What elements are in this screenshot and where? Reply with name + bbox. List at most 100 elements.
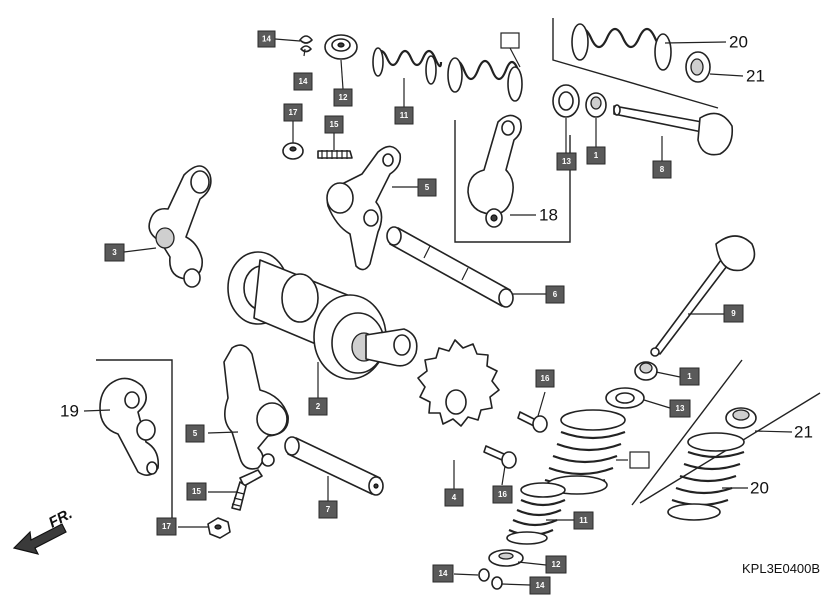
adjusting-nut-top (282, 142, 304, 160)
callout-15-top: 15 (324, 115, 344, 134)
spring-retainer-12-lower (488, 549, 524, 567)
exhaust-valve-top (613, 104, 734, 156)
callout-14-lower-a: 14 (432, 564, 454, 583)
stem-seal-1-lower (634, 361, 658, 381)
callout-label: 15 (330, 120, 339, 129)
callout-17-lower: 17 (156, 517, 177, 536)
callout-label: 17 (289, 108, 298, 117)
valve-spring-retainer-top (324, 34, 358, 60)
adjusting-screw-15-lower (231, 469, 263, 511)
rocker-shaft-7 (284, 436, 384, 496)
callout-label: 6 (553, 290, 558, 299)
callout-12-top: 12 (333, 88, 353, 107)
inner-spring-top (372, 47, 443, 85)
callout-label: 14 (299, 77, 308, 86)
cotter-pieces-top (299, 35, 313, 53)
callout-label: 7 (326, 505, 331, 514)
callout-label: 4 (452, 493, 457, 502)
callout-label: 2 (316, 402, 321, 411)
callout-label: 11 (579, 516, 588, 525)
callout-label: 14 (262, 35, 271, 44)
intake-valve-9 (650, 235, 756, 357)
callout-15-lower: 15 (186, 482, 207, 501)
callout-label: 16 (541, 374, 550, 383)
callout-4: 4 (444, 488, 464, 507)
callout-label: 17 (162, 522, 171, 531)
callout-1-top: 1 (586, 146, 606, 165)
callout-label: 12 (339, 93, 348, 102)
callout-label: 14 (439, 569, 448, 578)
callout-5-upper: 5 (417, 178, 437, 197)
callout-9: 9 (723, 304, 744, 323)
callout-label: 3 (112, 248, 117, 257)
retainer-21-lower (725, 407, 757, 429)
callout-5-lower: 5 (185, 424, 205, 443)
callout-label: 12 (552, 560, 561, 569)
inner-spring-lower (506, 482, 566, 545)
retainer-upper-right (685, 51, 711, 83)
empty-reference-box-lower (629, 451, 650, 469)
washer-13-lower (605, 387, 645, 409)
callout-label: 14 (536, 581, 545, 590)
callout-7: 7 (318, 500, 338, 519)
callout-label: 9 (731, 309, 736, 318)
callout-12-lower: 12 (545, 555, 567, 574)
callout-label: 5 (425, 183, 430, 192)
sprocket-bolt-16-lower (483, 445, 517, 469)
callout-2: 2 (308, 397, 328, 416)
callout-label: 1 (594, 151, 599, 160)
callout-6: 6 (545, 285, 565, 304)
callout-16-lower: 16 (492, 485, 513, 504)
callout-label: 13 (562, 157, 571, 166)
sprocket-bolt-16-upper (517, 411, 548, 433)
callout-1-lower: 1 (679, 367, 700, 386)
label-21-lower: 21 (794, 423, 813, 442)
callout-14-top-b: 14 (293, 72, 313, 91)
leader-lines (83, 38, 793, 586)
callout-11-top: 11 (394, 106, 414, 125)
adjusting-screw-top (317, 150, 353, 159)
rocker-arm-5-upper (326, 145, 402, 271)
spring-pair-upper-right (571, 23, 672, 71)
callout-16-upper: 16 (535, 369, 555, 388)
rocker-19-bracket (96, 359, 173, 535)
upper-right-bracket (552, 18, 719, 109)
label-18: 18 (539, 206, 558, 225)
label-19: 19 (60, 402, 79, 421)
callout-label: 16 (498, 490, 507, 499)
callout-13-top: 13 (556, 152, 577, 171)
front-direction-arrow: FR. (12, 505, 75, 555)
camshaft-2 (227, 251, 418, 380)
outer-spring-lower (544, 409, 626, 495)
callout-label: 11 (400, 111, 409, 120)
callout-14-lower-b: 14 (529, 576, 551, 595)
rocker-arm-19 (99, 377, 160, 476)
outer-spring-20-lower-right (667, 432, 745, 521)
callout-17-top: 17 (283, 103, 303, 122)
lower-right-bracket-left (631, 359, 743, 506)
front-marker-text: FR. (46, 505, 75, 531)
callout-8: 8 (652, 160, 672, 179)
callout-14-top-a: 14 (257, 30, 276, 48)
valve-stem-seal-top (585, 92, 607, 118)
cotters-14-lower (478, 568, 503, 590)
callout-13-lower: 13 (669, 399, 691, 418)
label-20-lower: 20 (750, 479, 769, 498)
callout-label: 5 (193, 429, 198, 438)
label-20-upper: 20 (729, 33, 748, 52)
label-21-upper: 21 (746, 67, 765, 86)
cam-sprocket-4 (417, 339, 500, 427)
drawing-code: KPL3E0400B (742, 561, 820, 576)
seal-washer-top (552, 84, 580, 118)
callout-3: 3 (104, 243, 125, 262)
rocker-arm-18 (467, 114, 522, 228)
callout-11-lower: 11 (573, 511, 594, 530)
adjusting-nut-17-lower (207, 517, 231, 539)
callout-label: 15 (192, 487, 201, 496)
outer-spring-top (447, 57, 523, 102)
callout-label: 13 (676, 404, 685, 413)
rocker-18-bracket (454, 120, 571, 243)
rocker-arm-5-lower (223, 344, 289, 470)
callout-label: 8 (660, 165, 665, 174)
